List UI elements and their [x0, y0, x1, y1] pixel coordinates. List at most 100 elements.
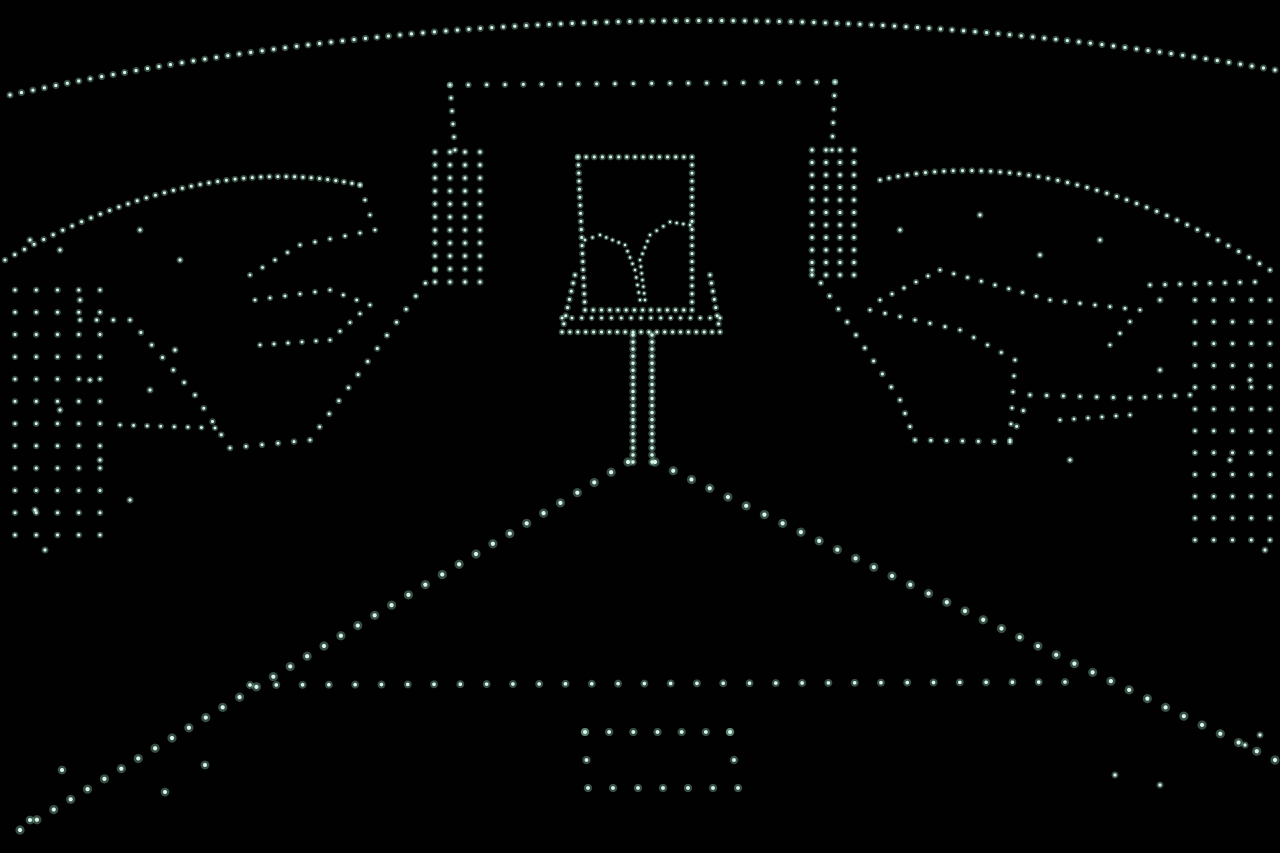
light-dot — [558, 82, 562, 86]
light-dot — [1008, 33, 1012, 37]
light-dot — [824, 260, 828, 265]
light-dot — [593, 20, 597, 25]
light-dot — [609, 470, 614, 475]
light-dot — [838, 273, 842, 277]
light-dot — [421, 31, 425, 35]
light-dot — [810, 235, 814, 240]
light-dot — [34, 399, 38, 403]
light-dot — [913, 438, 917, 442]
light-dot — [636, 283, 639, 287]
light-dot — [111, 318, 115, 322]
light-dot — [631, 425, 635, 429]
light-dot — [200, 426, 203, 429]
light-dot — [780, 521, 785, 526]
light-dot — [854, 333, 858, 337]
light-dot — [1054, 37, 1058, 41]
light-dot — [690, 163, 694, 167]
light-dot — [836, 307, 840, 311]
light-dot — [13, 399, 17, 403]
light-dot — [810, 185, 814, 190]
light-dot — [448, 241, 452, 245]
light-dot — [584, 330, 588, 334]
light-dot — [1249, 298, 1253, 302]
light-dot — [327, 412, 331, 416]
light-dot — [1008, 171, 1012, 175]
light-dot — [810, 198, 814, 202]
light-dot — [34, 488, 38, 492]
light-dot — [838, 223, 842, 227]
light-dot — [70, 224, 74, 228]
light-dot — [1108, 305, 1112, 309]
light-dot — [61, 228, 65, 232]
light-dot — [647, 330, 651, 334]
light-dot — [51, 807, 56, 812]
light-dot — [938, 268, 942, 272]
light-dot — [933, 170, 937, 174]
light-dot — [283, 46, 287, 50]
light-dot — [85, 787, 90, 792]
light-dot — [1008, 438, 1012, 442]
light-dot — [1111, 44, 1116, 48]
light-dot — [375, 35, 379, 39]
light-dot — [276, 175, 280, 179]
light-dot — [126, 202, 130, 206]
light-dot — [926, 591, 931, 596]
light-dot — [628, 256, 632, 259]
light-dot — [686, 786, 690, 790]
light-dot — [659, 316, 663, 320]
light-dot — [317, 177, 321, 181]
light-dot — [524, 521, 529, 526]
light-dot — [448, 176, 452, 180]
light-dot — [202, 406, 206, 410]
light-dot — [1138, 308, 1142, 312]
light-dot — [448, 215, 452, 219]
light-dot — [98, 377, 102, 381]
light-dot — [1058, 418, 1062, 422]
light-dot — [582, 284, 586, 288]
light-dot — [1231, 407, 1234, 411]
light-dot — [650, 453, 654, 457]
light-dot — [68, 797, 73, 802]
light-dot — [688, 316, 692, 320]
light-dot — [649, 155, 653, 159]
light-dot — [711, 289, 715, 293]
light-dot — [173, 348, 177, 352]
light-dot — [484, 682, 489, 686]
light-dot — [583, 730, 587, 734]
light-dot — [1253, 280, 1257, 284]
light-dot — [1036, 175, 1040, 179]
light-dot — [449, 96, 453, 100]
light-dot — [233, 177, 237, 181]
light-dot — [846, 22, 850, 26]
light-dot — [56, 422, 59, 426]
light-dot — [1054, 652, 1059, 657]
light-dot — [537, 682, 541, 686]
light-dot — [838, 260, 842, 265]
light-dot — [1075, 183, 1079, 187]
light-dot — [448, 228, 452, 232]
light-dot — [605, 20, 609, 24]
light-dot — [838, 235, 842, 240]
light-dot — [642, 681, 647, 686]
light-dot — [1045, 394, 1049, 397]
light-dot — [1193, 363, 1197, 367]
light-dot — [163, 790, 167, 794]
light-dot — [171, 368, 175, 372]
light-dot — [1199, 722, 1205, 728]
light-dot — [547, 22, 551, 26]
light-dot — [1249, 451, 1253, 455]
light-dot — [708, 273, 712, 277]
light-dot — [590, 316, 594, 320]
light-dot — [905, 680, 910, 685]
light-dot — [13, 422, 17, 426]
light-dot — [214, 55, 218, 59]
light-dot — [31, 88, 35, 92]
light-dot — [414, 294, 418, 298]
light-dot — [22, 247, 26, 251]
light-dot — [28, 238, 32, 242]
light-dot — [863, 346, 867, 350]
light-dot — [1268, 473, 1272, 477]
light-dot — [467, 27, 471, 31]
light-dot — [1193, 494, 1197, 498]
light-dot — [355, 623, 360, 628]
